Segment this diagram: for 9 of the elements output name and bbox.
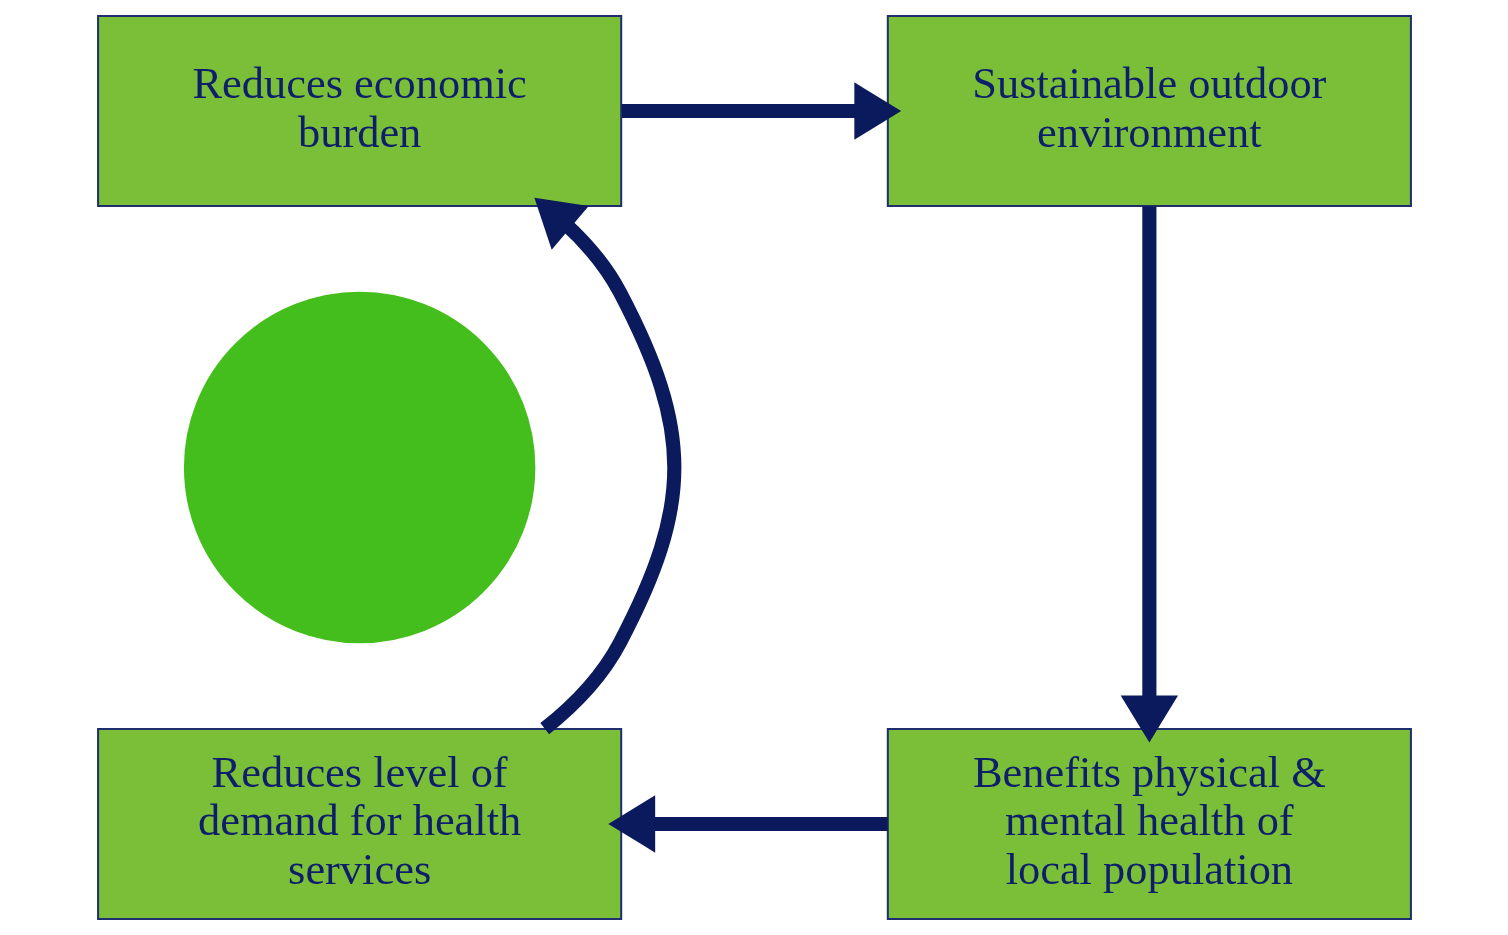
node-box: Reduces level of demand for health services: [96, 728, 622, 920]
arrow: [621, 82, 901, 140]
node-box: Reduces economic burden: [96, 15, 622, 207]
node-box: Benefits physical & mental health of local population: [886, 728, 1412, 920]
arrow: [1120, 206, 1178, 743]
node-circle: [183, 291, 535, 644]
arrow: [607, 795, 888, 853]
node-box: Sustainable outdoor environment: [886, 15, 1412, 207]
arrow: [533, 197, 681, 735]
